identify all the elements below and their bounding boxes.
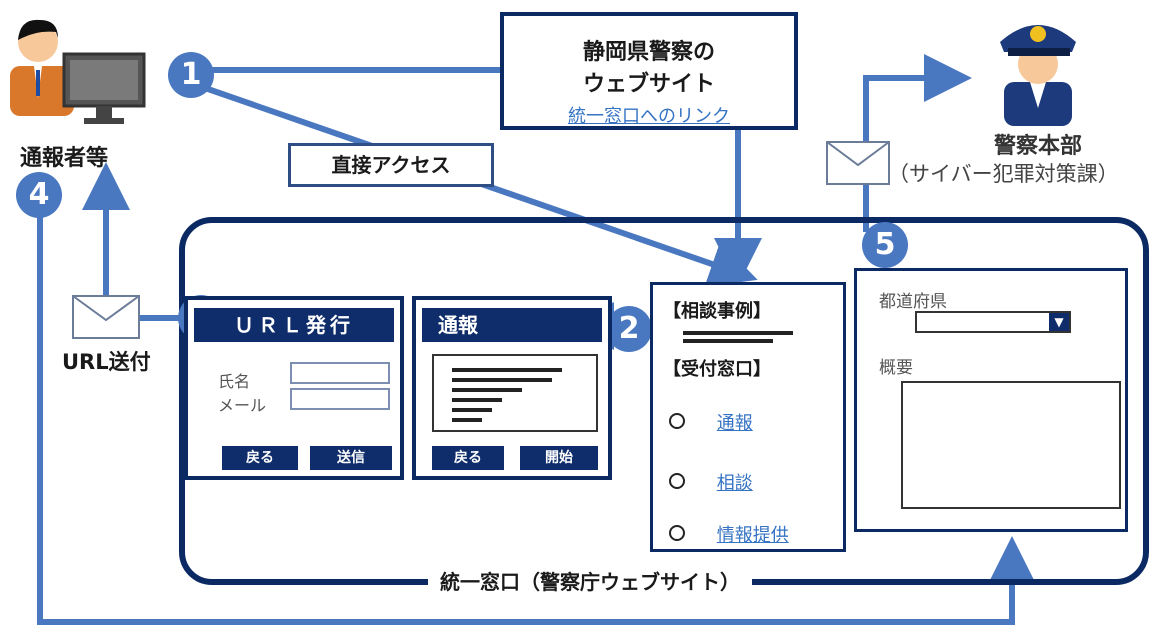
menu-item-report[interactable]: 通報 <box>669 409 753 435</box>
prefectural-website-box: 静岡県警察の ウェブサイト 統一窓口へのリンク <box>500 12 798 130</box>
url-send-button[interactable]: 送信 <box>310 446 392 470</box>
report-panel: 通報 戻る 開始 <box>412 296 612 480</box>
menu-item-consult[interactable]: 相談 <box>669 469 753 495</box>
radio-icon <box>669 413 685 429</box>
police-hq-label: 警察本部 <box>994 134 1083 159</box>
summary-textarea[interactable] <box>901 381 1121 509</box>
report-header: 通報 <box>422 308 602 342</box>
placeholder-text-lines <box>452 368 562 422</box>
mail-label: メール <box>218 396 267 415</box>
step-5-badge: 5 <box>862 222 908 268</box>
arrow-4-loop <box>37 205 1036 625</box>
radio-icon <box>669 473 685 489</box>
name-label: 氏名 <box>218 372 251 391</box>
website-title-2: ウェブサイト <box>582 72 715 97</box>
report-form-panel: 都道府県 ▼ 概要 <box>854 268 1128 532</box>
menu-panel: 【相談事例】 【受付窓口】 通報 相談 情報提供 <box>650 282 846 552</box>
url-issue-panel: ＵＲＬ発行 氏名 メール 戻る 送信 <box>184 296 404 480</box>
report-back-button[interactable]: 戻る <box>432 446 504 470</box>
chevron-down-icon: ▼ <box>1049 313 1069 331</box>
name-field[interactable] <box>290 362 390 384</box>
dotted-line <box>683 331 793 343</box>
police-hq-subtitle: （サイバー犯罪対策課） <box>888 162 1119 186</box>
mail-field[interactable] <box>290 388 390 410</box>
report-start-button[interactable]: 開始 <box>520 446 598 470</box>
consult-examples-heading: 【相談事例】 <box>663 301 771 322</box>
website-title: 静岡県警察の <box>582 40 715 65</box>
reception-heading: 【受付窓口】 <box>663 359 771 380</box>
step-1-badge: 1 <box>168 52 214 98</box>
report-text-area[interactable] <box>432 354 598 432</box>
url-back-button[interactable]: 戻る <box>222 446 298 470</box>
url-send-label: URL送付 <box>62 350 151 374</box>
step-2-badge: 2 <box>606 306 652 352</box>
prefecture-select[interactable]: ▼ <box>915 311 1071 333</box>
menu-item-info[interactable]: 情報提供 <box>669 521 789 547</box>
url-issue-header: ＵＲＬ発行 <box>194 308 394 342</box>
prefecture-label: 都道府県 <box>879 292 947 312</box>
radio-icon <box>669 525 685 541</box>
police-officer-icon <box>990 8 1086 126</box>
unified-window-label: 統一窓口（警察庁ウェブサイト） <box>428 566 752 595</box>
summary-label: 概要 <box>879 358 913 378</box>
reporter-icon <box>8 8 148 128</box>
step-4-badge: 4 <box>16 172 62 218</box>
direct-access-label: 直接アクセス <box>288 143 494 187</box>
unified-window-link[interactable]: 統一窓口へのリンク <box>568 106 730 127</box>
reporter-label: 通報者等 <box>20 146 109 171</box>
